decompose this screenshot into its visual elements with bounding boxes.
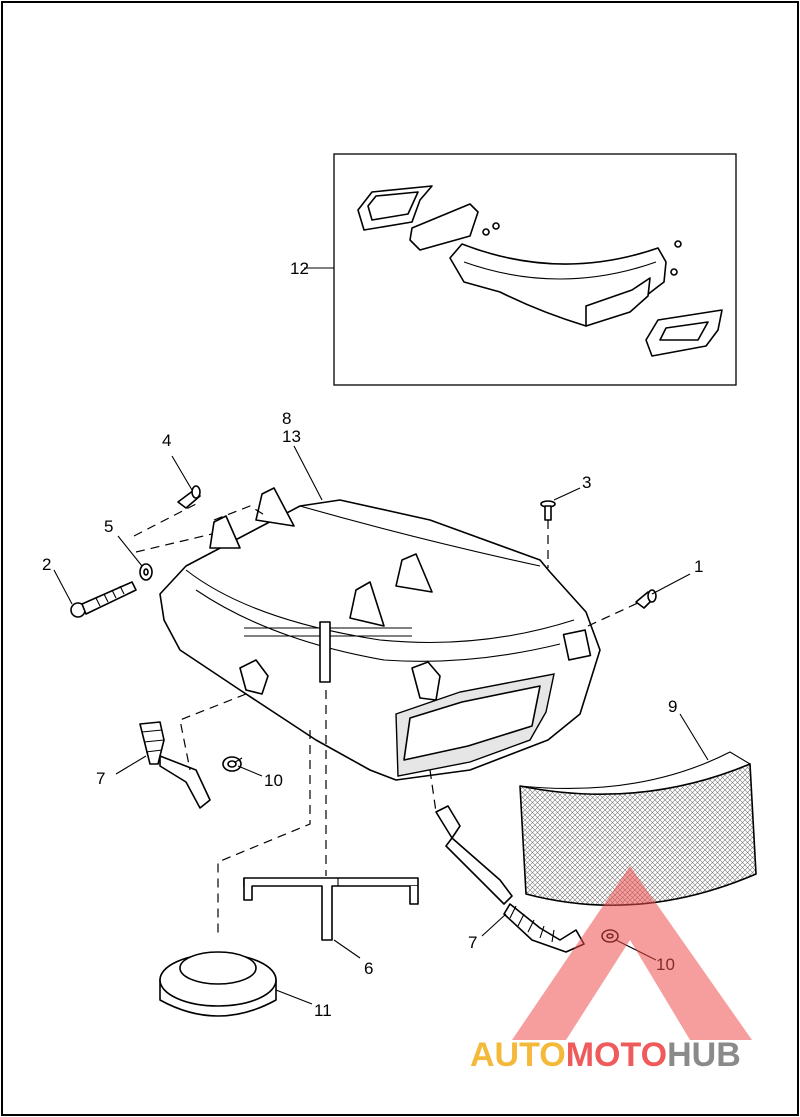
callout-9: 9: [668, 697, 677, 716]
callout-7-right: 7: [468, 933, 477, 952]
screw-top-left: [177, 485, 201, 509]
washer: [139, 563, 153, 581]
callout-7-left: 7: [96, 769, 105, 788]
screw-side: [635, 589, 657, 609]
watermark-moto: MOTO: [566, 1036, 667, 1074]
watermark-triangle: [512, 866, 752, 1040]
grille-panel: [519, 751, 757, 907]
watermark-hub: HUB: [667, 1036, 741, 1074]
inset-kit-box: [333, 153, 737, 386]
callout-5: 5: [104, 517, 113, 536]
callout-13: 13: [282, 427, 301, 446]
callout-1: 1: [694, 557, 703, 576]
grommet: [159, 951, 277, 1017]
main-housing: [159, 487, 601, 781]
callout-8: 8: [282, 409, 291, 428]
callout-6: 6: [364, 959, 373, 978]
vent-tube-assembly: [243, 877, 419, 941]
hose-left: [139, 721, 211, 809]
bolt-long: [70, 581, 137, 618]
assembly-lines: [133, 503, 641, 936]
screw-top-right: [540, 500, 556, 521]
clamp-left: [222, 756, 242, 772]
callout-3: 3: [582, 473, 591, 492]
callout-10-left: 10: [264, 771, 283, 790]
callout-4: 4: [162, 431, 171, 450]
watermark-logo: AUTOMOTOHUB: [470, 866, 752, 1074]
svg-text:AUTOMOTOHUB: AUTOMOTOHUB: [470, 1036, 741, 1074]
callout-11: 11: [314, 1001, 332, 1020]
callout-12: 12: [290, 259, 309, 278]
callout-2: 2: [42, 555, 51, 574]
watermark-auto: AUTO: [470, 1036, 566, 1074]
